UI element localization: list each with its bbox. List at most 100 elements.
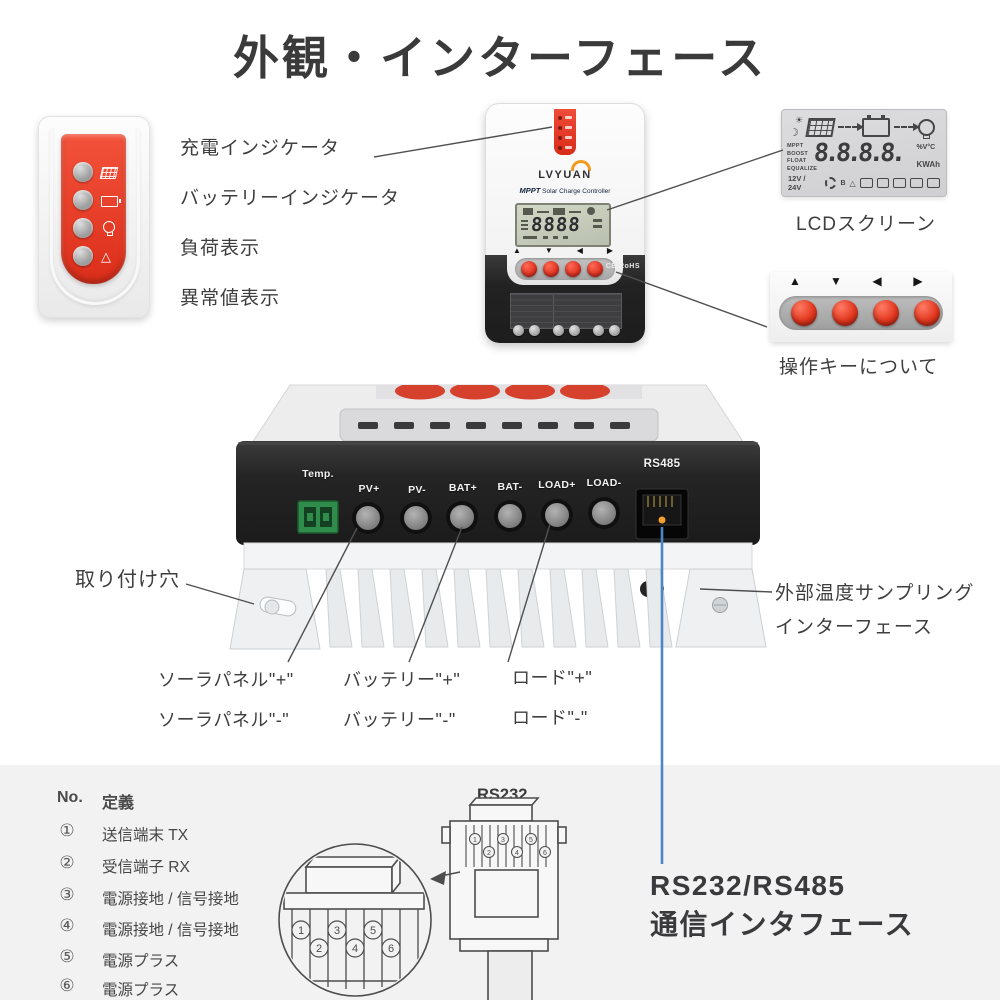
product-name-mppt: MPPT	[519, 186, 541, 195]
pin-number: ③	[59, 885, 75, 904]
lower-lip	[243, 542, 753, 570]
ce-mark: CE	[605, 263, 617, 270]
svg-text:5: 5	[529, 837, 533, 844]
label-load-display: 負荷表示	[180, 238, 261, 259]
svg-text:1: 1	[298, 925, 304, 937]
terminal-label-rs485: RS485	[643, 458, 681, 470]
svg-text:3: 3	[501, 837, 505, 844]
label-solar-minus: ソーラパネル"-"	[158, 710, 290, 730]
comm-interface-line1: RS232/RS485	[650, 870, 846, 901]
front-lcd: 8888	[515, 203, 611, 247]
pin-number: ②	[59, 853, 75, 872]
lcd-screen-closeup: ☀☽ MPPT BOOST FLOAT EQUALIZE 8.8.8.8. %V…	[781, 109, 947, 197]
table-header-no: No.	[57, 789, 83, 806]
product-name-rest: Solar Charge Controller	[542, 188, 611, 195]
rj-connector-drawing: 1 2 3 4 5 6	[441, 797, 567, 1000]
controller-bottom-photo	[228, 383, 768, 663]
pin-definition: 電源接地 / 信号接地	[102, 891, 239, 908]
terminal-screw	[609, 325, 620, 336]
terminal-label-load-minus: LOAD-	[586, 477, 622, 489]
terminal-screw	[593, 325, 604, 336]
lcd-units: %V°C KWAh	[916, 144, 940, 169]
load-led	[73, 218, 93, 238]
front-left-button	[565, 261, 581, 277]
svg-text:4: 4	[352, 943, 358, 955]
product-name: MPPT Solar Charge Controller	[485, 186, 645, 195]
label-battery-plus: バッテリー"+"	[343, 670, 461, 690]
pin-definition: 電源接地 / 信号接地	[102, 922, 239, 939]
lcd-unit-top: %V°C	[916, 144, 936, 151]
bulb-icon	[103, 221, 115, 236]
up-arrow-icon: ▲	[513, 246, 521, 255]
mode-mppt: MPPT	[787, 143, 804, 149]
front-up-button	[521, 261, 537, 277]
front-right-button	[587, 261, 603, 277]
left-arrow-icon: ◀	[872, 274, 882, 288]
up-button	[791, 300, 817, 326]
lcd-mini-arrow2-icon	[569, 211, 581, 213]
left-arrow-icon: ◀	[576, 246, 583, 255]
top-deck-buttons	[376, 385, 642, 400]
terminal-screw	[513, 325, 524, 336]
svg-text:5: 5	[370, 925, 376, 937]
rj-connector-pins	[465, 825, 547, 867]
lcd-mode-list: MPPT BOOST FLOAT EQUALIZE	[787, 143, 817, 173]
controller-bottom-drawing	[229, 384, 767, 650]
rohs-mark: RoHS	[618, 263, 640, 270]
rj-cable	[487, 950, 533, 1000]
terminal-label-temp: Temp.	[302, 468, 334, 480]
battery-icon	[862, 114, 890, 137]
svg-text:6: 6	[388, 943, 394, 955]
indicator-device-photo: △	[38, 116, 150, 318]
battery-icon	[101, 196, 121, 207]
lcd-voltage: 12V / 24V	[788, 174, 806, 192]
pin-number: ④	[59, 916, 75, 935]
front-led-strip	[554, 109, 576, 155]
pin-definition: 受信端子 RX	[102, 859, 190, 876]
down-arrow-icon: ▼	[830, 274, 842, 288]
battery-type-badge	[876, 178, 890, 188]
label-ext-temp-line2: インターフェース	[775, 617, 933, 638]
lcd-mini-solar-icon	[523, 208, 533, 215]
lcd-status-row: 12V / 24V B △	[788, 174, 940, 192]
battery-led	[73, 190, 93, 210]
rs485-port	[635, 488, 689, 540]
svg-text:3: 3	[334, 925, 340, 937]
terminal-screw	[553, 325, 564, 336]
controller-front-photo: LVYUAN MPPT Solar Charge Controller 8888…	[485, 103, 645, 343]
terminal-screw	[569, 325, 580, 336]
magnifier-circle: 1 2 3 4 5 6	[278, 843, 432, 997]
pin-number: ⑥	[59, 976, 75, 995]
label-operation-keys: 操作キーについて	[779, 357, 939, 378]
label-ext-temp-line1: 外部温度サンプリング	[775, 583, 975, 604]
front-down-button	[543, 261, 559, 277]
pin-number: ①	[59, 821, 75, 840]
pin-definition: 電源プラス	[102, 982, 180, 999]
svg-text:2: 2	[316, 943, 322, 955]
charge-led	[73, 162, 93, 182]
rs232-connector-diagram: 1 2 3 4 5 6	[278, 797, 567, 1000]
battery-type-badge	[859, 178, 873, 188]
magnifier-pin-numbers: 1 2 3 4 5 6	[291, 920, 401, 958]
label-mounting-hole: 取り付け穴	[75, 569, 180, 591]
lcd-mini-bulb-icon	[587, 207, 595, 215]
label-charge-indicator: 充電インジケータ	[180, 138, 341, 159]
battery-type-badge	[910, 178, 924, 188]
mode-float: FLOAT	[787, 158, 807, 165]
gear-icon	[824, 177, 837, 189]
deck-vents	[358, 422, 630, 429]
terminal-label-bat-plus: BAT+	[448, 482, 478, 494]
operation-keys-closeup: ▲ ▼ ◀ ▶	[770, 272, 952, 342]
spec-table-decal	[510, 293, 622, 329]
svg-text:2: 2	[487, 850, 491, 857]
bulb-icon	[918, 118, 935, 139]
lcd-unit-bottom: KWAh	[916, 160, 940, 169]
label-lcd-screen: LCDスクリーン	[796, 214, 937, 235]
terminal-label-load-plus: LOAD+	[538, 479, 576, 491]
right-button	[914, 300, 940, 326]
svg-text:4: 4	[515, 850, 519, 857]
label-solar-plus: ソーラパネル"+"	[158, 670, 294, 690]
lcd-value: 8.8.8.8.	[812, 138, 904, 167]
right-arrow-icon: ▶	[606, 246, 613, 255]
warning-triangle-icon: △	[849, 178, 856, 188]
